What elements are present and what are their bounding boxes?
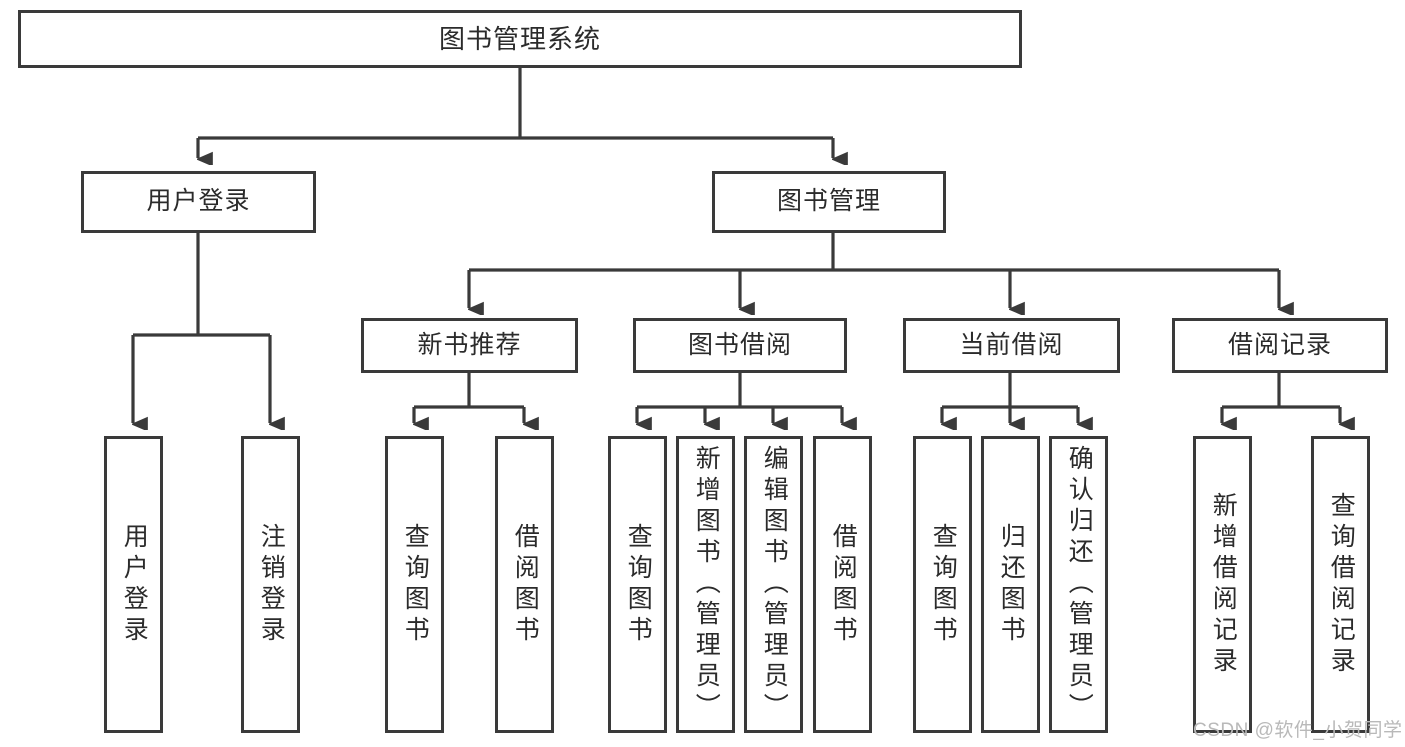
node-label: 图书借阅: [687, 330, 792, 359]
edges-book-borrow: [635, 373, 842, 423]
node-label: 新增借阅记录: [1209, 491, 1238, 678]
node-leaf-record-add[interactable]: 新增借阅记录: [1193, 436, 1252, 733]
node-leaf-logout[interactable]: 注销登录: [241, 436, 300, 733]
node-label: 用户登录: [146, 187, 251, 216]
node-label: 查询图书: [929, 522, 958, 647]
node-leaf-current-query-book[interactable]: 查询图书: [913, 436, 972, 733]
node-label: 查询图书: [401, 522, 430, 647]
node-label: 借阅记录: [1227, 330, 1332, 359]
edges-borrow-record: [1220, 373, 1340, 423]
node-label: 查询借阅记录: [1327, 491, 1356, 678]
node-book-borrow[interactable]: 图书借阅: [633, 318, 847, 373]
node-user-login[interactable]: 用户登录: [81, 171, 316, 233]
node-book-manage[interactable]: 图书管理: [712, 171, 946, 233]
node-label: 新书推荐: [417, 330, 522, 359]
node-leaf-recommend-query-book[interactable]: 查询图书: [385, 436, 444, 733]
node-leaf-record-query[interactable]: 查询借阅记录: [1311, 436, 1370, 733]
node-leaf-recommend-borrow-book[interactable]: 借阅图书: [495, 436, 554, 733]
node-label: 注销登录: [257, 522, 286, 647]
node-leaf-current-return-book[interactable]: 归还图书: [981, 436, 1040, 733]
edges-book-manage: [467, 233, 1279, 308]
node-leaf-current-confirm-return[interactable]: 确认归还（管理员）: [1049, 436, 1108, 733]
node-label: 借阅图书: [511, 522, 540, 647]
node-leaf-borrow-query-book[interactable]: 查询图书: [608, 436, 667, 733]
node-leaf-borrow-borrow-book[interactable]: 借阅图书: [813, 436, 872, 733]
node-leaf-borrow-edit-book[interactable]: 编辑图书（管理员）: [744, 436, 803, 733]
edges-current-borrow: [940, 373, 1078, 423]
edges-user-login: [131, 233, 270, 423]
edges-level-1: [196, 68, 833, 158]
node-leaf-borrow-add-book[interactable]: 新增图书（管理员）: [676, 436, 735, 733]
node-label: 确认归还（管理员）: [1065, 445, 1094, 724]
node-label: 归还图书: [997, 522, 1026, 647]
node-label: 编辑图书（管理员）: [760, 445, 789, 724]
node-label: 用户登录: [120, 522, 149, 647]
node-current-borrow[interactable]: 当前借阅: [903, 318, 1120, 373]
node-label: 借阅图书: [829, 522, 858, 647]
node-root-system[interactable]: 图书管理系统: [18, 10, 1022, 68]
node-leaf-user-login[interactable]: 用户登录: [104, 436, 163, 733]
node-label: 图书管理: [776, 187, 881, 216]
node-new-book-recommend[interactable]: 新书推荐: [361, 318, 578, 373]
node-label: 图书管理系统: [438, 23, 601, 54]
node-borrow-record[interactable]: 借阅记录: [1172, 318, 1388, 373]
edges-new-book-rec: [412, 373, 524, 423]
node-label: 当前借阅: [959, 330, 1064, 359]
node-label: 新增图书（管理员）: [692, 445, 721, 724]
node-label: 查询图书: [624, 522, 653, 647]
